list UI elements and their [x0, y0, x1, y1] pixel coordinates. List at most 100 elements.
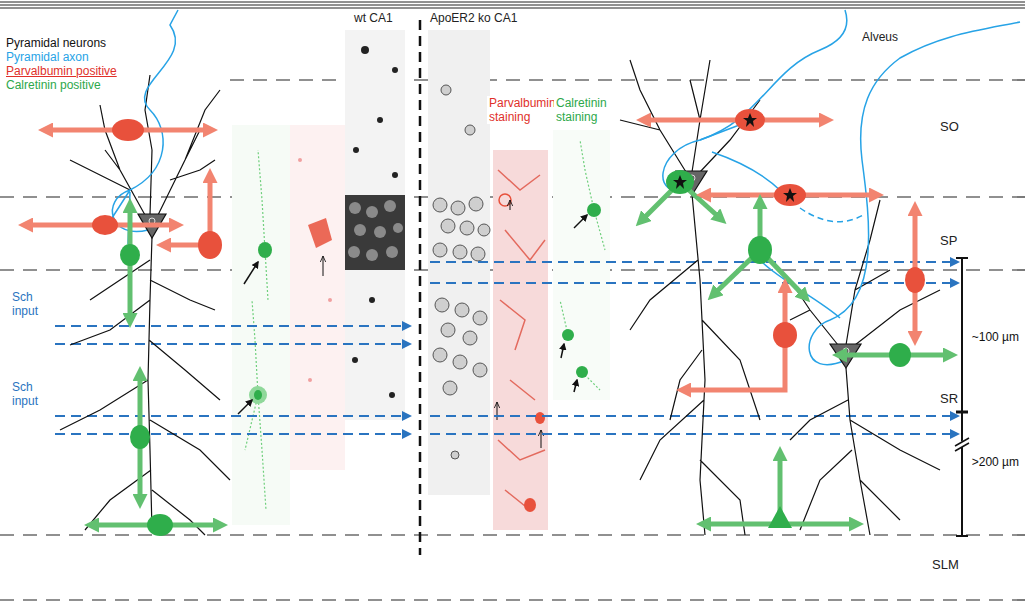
- stain-label: Calretinin staining: [554, 96, 614, 124]
- micrograph-panels-part-part: [389, 392, 395, 398]
- schaffer-inputs: [55, 262, 958, 434]
- micrograph-panels-part: [499, 194, 511, 206]
- interneurons-part: [130, 425, 150, 449]
- micrograph-panels-part-part: [433, 243, 447, 257]
- scale-bar-part: [955, 443, 969, 451]
- legend-entry: Calretinin positive: [4, 78, 103, 92]
- interneurons-part: [666, 170, 694, 194]
- schaffer-inputs-part: [55, 343, 410, 345]
- interneurons-part: [735, 109, 765, 131]
- micrograph-panels-part-part: [469, 197, 483, 211]
- micrograph-panels-part-part: [460, 221, 474, 235]
- micrograph-panels-part-part: [348, 246, 360, 258]
- interneurons-part: [673, 175, 687, 189]
- top-rules-part: [0, 8, 1025, 9]
- micrograph-panels-part-part: [352, 357, 358, 363]
- micrograph-panels-part-part: [377, 117, 383, 123]
- micrograph-panels-part-part: [441, 219, 455, 233]
- micrograph-panels-part: [244, 262, 258, 284]
- micrograph-panels-part: [587, 203, 601, 217]
- panel-title: ApoER2 ko CA1: [428, 11, 519, 25]
- micrograph-panels-part: [562, 329, 574, 341]
- interneurons-part: [682, 284, 785, 390]
- scale-bar-part: [956, 257, 968, 259]
- top-rules-part: [0, 2, 1025, 3]
- interneurons-part: [774, 184, 806, 206]
- micrograph-panels-part-part: [384, 200, 396, 212]
- micrograph-panels-part-part: [455, 303, 469, 317]
- micrograph-panels-part: [535, 412, 545, 424]
- region-label: Alveus: [860, 30, 900, 44]
- micrograph-panels-part-part: [463, 331, 477, 345]
- stain-label: Parvalbumin staining: [487, 96, 561, 124]
- dimension-label: ~100 µm: [970, 330, 1021, 344]
- micrograph-panels-part: [497, 402, 498, 420]
- interneurons-part: [198, 231, 222, 259]
- micrograph-panels-part: [524, 498, 536, 512]
- micrograph-panels-part-part: [453, 245, 467, 259]
- layer-label: SO: [938, 120, 961, 134]
- scale-bar-part: [961, 258, 963, 536]
- layer-label: SLM: [930, 558, 961, 572]
- panel-title: wt CA1: [352, 11, 395, 25]
- pyramidal-axons-part: [112, 10, 178, 232]
- schaffer-inputs-part: [430, 282, 958, 284]
- legend-text: Parvalbumin positive: [6, 64, 117, 78]
- micrograph-panels-part-part: [433, 348, 447, 362]
- micrograph-panels-part: [298, 158, 302, 162]
- interneurons-part: [112, 119, 144, 141]
- micrograph-panels-part-part: [393, 223, 403, 233]
- micrograph-panels-part: [510, 200, 511, 210]
- micrograph-panels-part-part: [441, 85, 451, 95]
- interneurons-part: [92, 215, 118, 235]
- legend-text: Pyramidal neurons: [6, 36, 106, 50]
- interneurons-part: [120, 244, 140, 266]
- micrograph-panels-part: [574, 215, 587, 228]
- micrograph-panels-part: [238, 400, 252, 414]
- micrograph-panels-part-part: [349, 202, 361, 214]
- scale-bar-part: [956, 535, 968, 537]
- micrograph-panels-part-part: [361, 46, 369, 54]
- interneurons-part: [783, 188, 797, 202]
- micrograph-panels-part-part: [374, 226, 386, 238]
- micrograph-panels-part-part: [471, 247, 485, 261]
- micrograph-panels-part-part: [386, 246, 398, 258]
- interneurons-part: [905, 267, 925, 293]
- micrograph-panels-part: [433, 85, 490, 459]
- pyramidal-somata: [138, 171, 861, 368]
- legend-text: Calretinin positive: [6, 78, 101, 92]
- schaffer-inputs-part: [430, 415, 958, 417]
- interneurons-part: [748, 236, 772, 264]
- micrograph-panels-part: [254, 390, 262, 400]
- micrograph-panels-part-part: [369, 297, 375, 303]
- schaffer-inputs-part: [55, 433, 410, 435]
- layer-boundaries-part: [0, 599, 1025, 600]
- micrograph-panels-part: [576, 366, 588, 378]
- interneurons-part: [147, 514, 173, 536]
- schaffer-inputs-part: [55, 415, 410, 417]
- pyramidal-axons: [112, 10, 1020, 365]
- layer-label: SP: [938, 234, 959, 248]
- micrograph-panels-part: [541, 430, 542, 448]
- micrograph-panels-part-part: [354, 224, 366, 236]
- interneurons: [24, 109, 952, 536]
- micrograph-panels-part: [308, 218, 332, 248]
- micrograph-panels-part-part: [465, 125, 475, 135]
- interneurons-part: [743, 113, 757, 127]
- micrograph-panels-part-part: [478, 224, 490, 236]
- micrograph-panels-part: [323, 256, 324, 276]
- micrograph-panels-part: [245, 150, 268, 510]
- micrograph-panels-part: [258, 242, 272, 258]
- micrograph-panels-part: [290, 125, 345, 470]
- pyramidal-dendrites-part: [790, 368, 940, 535]
- top-rules: [0, 2, 1025, 8]
- schaffer-inputs-part: [55, 325, 410, 327]
- legend-text: Pyramidal axon: [6, 50, 89, 64]
- interneurons-part: [889, 343, 911, 367]
- micrograph-panels-part-part: [433, 198, 447, 212]
- micrograph-panels-part: [553, 130, 610, 400]
- micrograph-panels-part-part: [441, 323, 455, 337]
- layer-boundaries: [0, 80, 1025, 600]
- micrograph-panels-part-part: [443, 381, 457, 395]
